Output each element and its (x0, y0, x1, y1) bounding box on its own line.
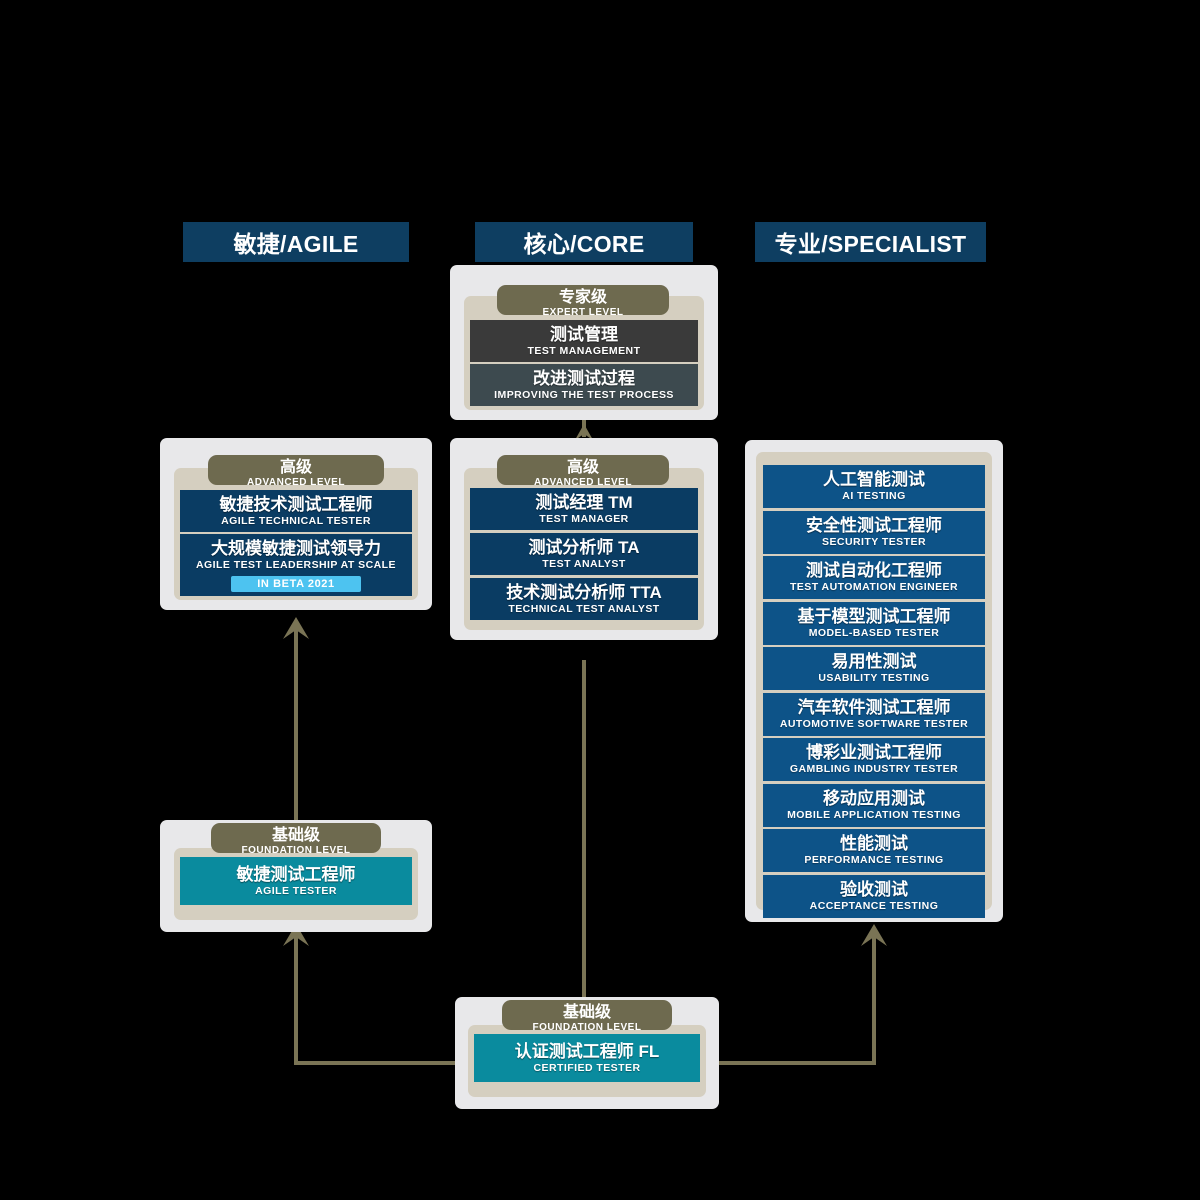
specialist-item-en: ACCEPTANCE TESTING (809, 899, 939, 912)
cert-certified-tester-fl-en: CERTIFIED TESTER (533, 1061, 641, 1074)
specialist-item-cn: 安全性测试工程师 (806, 515, 942, 535)
cert-agile-technical-tester-cn: 敏捷技术测试工程师 (219, 494, 373, 514)
specialist-item-en: TEST AUTOMATION ENGINEER (789, 581, 959, 593)
cert-test-management-en: TEST MANAGEMENT (527, 344, 641, 357)
cert-test-management-cn: 测试管理 (550, 324, 618, 344)
level-tab-agile-foundation-en: FOUNDATION LEVEL (241, 845, 351, 856)
specialist-item-en: AI TESTING (842, 490, 906, 502)
beta-badge: IN BETA 2021 (231, 575, 361, 592)
cert-test-manager-cn: 测试经理 TM (535, 492, 633, 512)
cert-test-manager-en: TEST MANAGER (539, 512, 629, 525)
specialist-item-cn: 基于模型测试工程师 (797, 606, 951, 626)
specialist-item-cn: 性能测试 (840, 834, 908, 853)
level-tab-agile-foundation-cn: 基础级 (271, 827, 320, 844)
column-header-core: 核心/CORE (475, 222, 693, 262)
column-header-core-label: 核心/CORE (523, 231, 645, 257)
specialist-item-cn: 验收测试 (840, 879, 908, 899)
specialist-item-cn: 移动应用测试 (823, 788, 925, 808)
cert-technical-test-analyst-en: TECHNICAL TEST ANALYST (508, 602, 660, 615)
cert-certified-tester-fl-cn: 认证测试工程师 FL (514, 1041, 660, 1061)
level-tab-agile-advanced-en: ADVANCED LEVEL (247, 477, 345, 488)
cert-agile-tester-en: AGILE TESTER (255, 884, 337, 897)
cert-agile-test-leadership-at-scale-cn: 大规模敏捷测试领导力 (211, 538, 381, 558)
level-tab-expert-en: EXPERT LEVEL (542, 307, 624, 318)
specialist-item-en: MODEL-BASED TESTER (808, 626, 940, 639)
level-tab-expert-cn: 专家级 (558, 289, 607, 306)
specialist-item-cn: 易用性测试 (831, 652, 917, 671)
cert-improving-test-process-cn: 改进测试过程 (533, 368, 635, 388)
level-tab-core-advanced: 高级 ADVANCED LEVEL (497, 455, 669, 488)
level-tab-core-foundation: 基础级 FOUNDATION LEVEL (502, 1000, 672, 1033)
specialist-item-en: USABILITY TESTING (818, 672, 930, 684)
arrowhead-agile-advanced (283, 617, 309, 639)
specialist-item-cn: 博彩业测试工程师 (806, 743, 942, 762)
cert-test-analyst-en: TEST ANALYST (542, 557, 626, 570)
cert-agile-test-leadership-at-scale[interactable]: 大规模敏捷测试领导力 AGILE TEST LEADERSHIP AT SCAL… (180, 534, 412, 596)
cert-test-analyst-cn: 测试分析师 TA (528, 537, 640, 557)
cert-agile-technical-tester-en: AGILE TECHNICAL TESTER (221, 514, 371, 527)
cert-test-analyst[interactable]: 测试分析师 TA TEST ANALYST (470, 533, 698, 575)
cert-test-manager[interactable]: 测试经理 TM TEST MANAGER (470, 488, 698, 530)
arrowhead-specialist (861, 924, 887, 946)
connector-core-foundation-to-agile-foundation (294, 935, 455, 1065)
level-tab-core-advanced-cn: 高级 (566, 459, 599, 476)
cert-certified-tester-fl[interactable]: 认证测试工程师 FL CERTIFIED TESTER (474, 1034, 700, 1082)
cert-agile-test-leadership-at-scale-en: AGILE TEST LEADERSHIP AT SCALE (196, 558, 396, 571)
cert-agile-technical-tester[interactable]: 敏捷技术测试工程师 AGILE TECHNICAL TESTER (180, 490, 412, 532)
level-tab-core-advanced-en: ADVANCED LEVEL (534, 477, 632, 488)
level-tab-core-foundation-cn: 基础级 (562, 1004, 611, 1021)
specialist-item-en: AUTOMOTIVE SOFTWARE TESTER (779, 717, 969, 730)
column-header-agile-label: 敏捷/AGILE (233, 231, 359, 257)
column-header-specialist: 专业/SPECIALIST (755, 222, 986, 262)
cert-improving-test-process-en: IMPROVING THE TEST PROCESS (494, 388, 674, 401)
level-tab-agile-advanced: 高级 ADVANCED LEVEL (208, 455, 384, 488)
column-header-agile: 敏捷/AGILE (183, 222, 409, 262)
cert-agile-tester[interactable]: 敏捷测试工程师 AGILE TESTER (180, 857, 412, 905)
column-header-specialist-label: 专业/SPECIALIST (774, 231, 967, 257)
cert-test-management[interactable]: 测试管理 TEST MANAGEMENT (470, 320, 698, 362)
specialist-item-cn: 人工智能测试 (823, 470, 925, 489)
specialist-item-en: PERFORMANCE TESTING (804, 854, 944, 866)
specialist-item-cn: 测试自动化工程师 (806, 561, 942, 580)
specialist-item-en: GAMBLING INDUSTRY TESTER (789, 763, 959, 775)
connector-core-foundation-to-specialist (718, 935, 876, 1065)
cert-agile-tester-cn: 敏捷测试工程师 (236, 864, 356, 884)
level-tab-agile-foundation: 基础级 FOUNDATION LEVEL (211, 823, 381, 856)
specialist-item-en: MOBILE APPLICATION TESTING (787, 808, 961, 821)
specialist-item-cn: 汽车软件测试工程师 (797, 697, 951, 717)
level-tab-expert: 专家级 EXPERT LEVEL (497, 285, 669, 318)
level-tab-agile-advanced-cn: 高级 (279, 459, 312, 476)
level-tab-core-foundation-en: FOUNDATION LEVEL (532, 1022, 642, 1033)
cert-technical-test-analyst-cn: 技术测试分析师 TTA (506, 582, 662, 602)
cert-technical-test-analyst[interactable]: 技术测试分析师 TTA TECHNICAL TEST ANALYST (470, 578, 698, 620)
specialist-item-en: SECURITY TESTER (822, 535, 926, 548)
cert-improving-test-process[interactable]: 改进测试过程 IMPROVING THE TEST PROCESS (470, 364, 698, 406)
